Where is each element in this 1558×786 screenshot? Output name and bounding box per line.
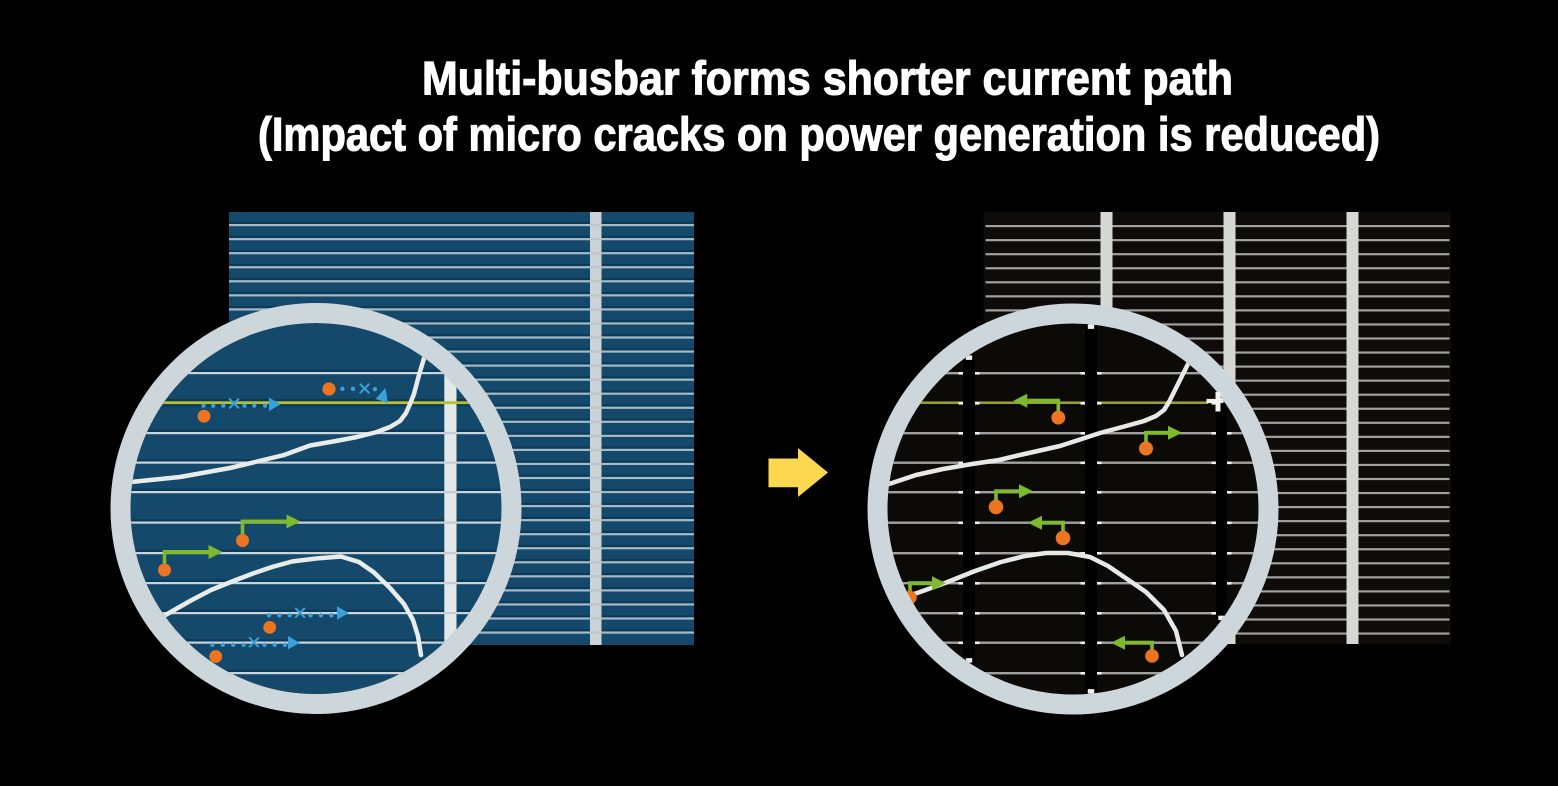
svg-text:(Impact of micro cracks on pow: (Impact of micro cracks on power generat… [258, 107, 1380, 160]
svg-text:Multi-busbar forms shorter cur: Multi-busbar forms shorter current path [422, 52, 1233, 105]
